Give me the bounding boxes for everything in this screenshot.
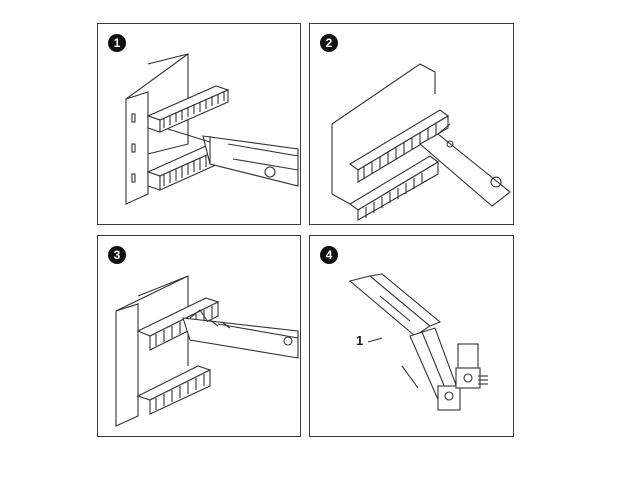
tool-insertion-illustration — [115, 275, 299, 427]
step-4-panel: 4 1 — [309, 235, 514, 437]
step-1-panel: 1 — [97, 23, 301, 225]
punch-tool-on-module-illustration — [331, 63, 511, 221]
tool-head-detail-illustration — [348, 273, 488, 411]
step-1-badge: 1 — [108, 34, 126, 52]
step-4-badge: 4 — [320, 246, 338, 264]
step-2-panel: 2 — [309, 23, 514, 225]
step-3-panel: 3 — [97, 235, 301, 437]
step-2-badge: 2 — [320, 34, 338, 52]
callout-label-1: 1 — [356, 333, 364, 348]
mount-bracket-insertion-illustration — [125, 53, 299, 205]
step-3-badge: 3 — [108, 246, 126, 264]
